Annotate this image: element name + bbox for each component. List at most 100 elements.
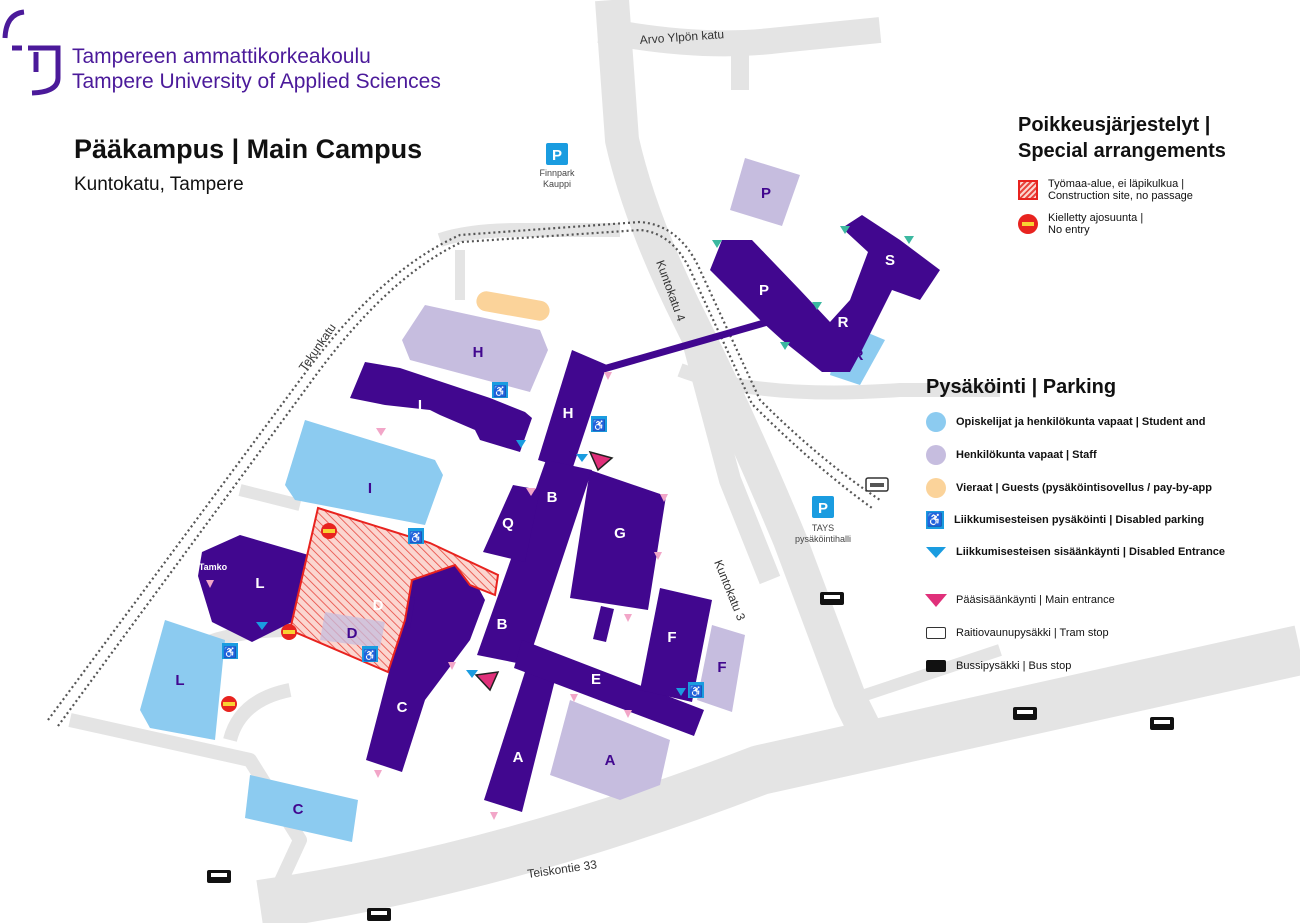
parking-guest — [476, 291, 550, 321]
no-entry-icon — [281, 624, 297, 640]
legend-label: Opiskelijat ja henkilökunta vapaat | Stu… — [956, 416, 1206, 428]
building-e — [514, 640, 704, 736]
no-entry-icon — [1018, 214, 1038, 234]
label-building-b2: B — [497, 616, 508, 633]
building-q — [483, 485, 540, 562]
street-arvo-ylpon-katu: Arvo Ylpön katu — [639, 27, 724, 47]
tram-line — [47, 220, 881, 727]
label-parking-d: D — [347, 625, 358, 642]
parking-l — [140, 620, 225, 740]
no-entry-icon — [321, 523, 337, 539]
parking-areas — [140, 158, 885, 842]
entrance-icon — [840, 226, 850, 234]
legend-item-no-entry: Kielletty ajosuunta |No entry — [1018, 212, 1226, 236]
disabled-parking-icon: ♿ — [688, 682, 704, 698]
legend-label: Kielletty ajosuunta |No entry — [1048, 212, 1143, 236]
main-entrance-icon — [474, 671, 500, 692]
disabled-entrance-icon — [676, 688, 686, 696]
bus-stop-icon — [207, 870, 231, 883]
label-building-s: S — [885, 252, 895, 269]
bus-stop-icon — [926, 656, 946, 676]
legend-label: Raitiovaunupysäkki | Tram stop — [956, 627, 1109, 639]
legend-label-line: Työmaa-alue, ei läpikulkua | — [1048, 178, 1185, 190]
label-parking-h: H — [473, 344, 484, 361]
label-building-c: C — [397, 699, 408, 716]
svg-text:Finnpark: Finnpark — [539, 168, 575, 178]
disabled-parking-icon: ♿ — [222, 643, 238, 659]
disabled-parking-icon: ♿ — [362, 646, 378, 662]
entrance-icon — [812, 302, 822, 310]
building-h — [538, 350, 607, 470]
entrance-icon — [604, 372, 612, 380]
finnpark-parking-sign: P Finnpark Kauppi — [539, 143, 575, 189]
building-c — [366, 562, 485, 772]
legend-label-line: Construction site, no passage — [1048, 190, 1193, 202]
tamk-logo — [2, 9, 61, 96]
legend-item-disabled-parking: ♿Liikkumisesteisen pysäköinti | Disabled… — [926, 511, 1225, 529]
road-arvo-ylpon-katu — [597, 17, 882, 57]
svg-text:♿: ♿ — [592, 419, 606, 432]
legend-label: Työmaa-alue, ei läpikulkua |Construction… — [1048, 178, 1193, 202]
svg-text:♿: ♿ — [493, 385, 507, 398]
entrance-icon — [570, 694, 578, 702]
legend-item-staff-parking: Henkilökunta vapaat | Staff — [926, 445, 1225, 465]
legend-label-line: No entry — [1048, 224, 1090, 236]
label-parking-f: F — [717, 659, 726, 676]
label-building-a: A — [513, 749, 524, 766]
label-building-e: E — [591, 671, 601, 688]
no-entry-icon — [221, 696, 237, 712]
legend-label: Liikkumisesteisen pysäköinti | Disabled … — [954, 514, 1205, 526]
construction-hatch-icon — [1018, 180, 1038, 200]
legend-item-construction: Työmaa-alue, ei läpikulkua |Construction… — [1018, 178, 1226, 202]
label-building-r: R — [838, 314, 849, 331]
building-l — [198, 535, 312, 642]
label-building-d: D — [373, 597, 384, 614]
guest-parking-swatch — [926, 478, 946, 498]
student-parking-swatch — [926, 412, 946, 432]
svg-text:P: P — [818, 500, 828, 517]
legend-label: Vieraat | Guests (pysäköintisovellus / p… — [956, 482, 1212, 494]
bus-stop-icon — [367, 908, 391, 921]
svg-text:♿: ♿ — [689, 685, 703, 698]
legend-item-bus-stop: Bussipysäkki | Bus stop — [926, 656, 1225, 676]
label-parking-p: P — [761, 185, 771, 202]
entrance-icon — [490, 812, 498, 820]
entrance-icon — [904, 236, 914, 244]
road-teiskontie — [256, 625, 1300, 923]
label-building-g: G — [614, 525, 626, 542]
parking-f — [697, 625, 745, 712]
label-parking-r: R — [853, 347, 864, 364]
main-entrance-icon — [588, 450, 614, 472]
road-kuntokatu — [595, 0, 896, 768]
street-tekunkatu: Tekunkatu — [296, 321, 339, 374]
entrance-icon — [624, 710, 632, 718]
street-kuntokatu-3: Kuntokatu 3 — [711, 558, 748, 623]
parking-c — [245, 775, 358, 842]
entrance-icon — [206, 580, 214, 588]
buildings — [198, 215, 940, 812]
label-building-h: H — [563, 405, 574, 422]
parking-d — [320, 612, 385, 648]
svg-text:♿: ♿ — [409, 531, 423, 544]
entrance-icon — [654, 552, 662, 560]
entrance-icon — [624, 614, 632, 622]
entrance-icon — [712, 240, 722, 248]
svg-text:Kauppi: Kauppi — [543, 179, 571, 189]
building-small — [593, 606, 614, 642]
label-building-l: L — [255, 575, 264, 592]
disabled-entrance-icon — [256, 622, 268, 630]
special-heading-2: Special arrangements — [1018, 140, 1226, 162]
special-heading: Poikkeusjärjestelyt | Special arrangemen… — [1018, 112, 1226, 164]
parking-heading: Pysäköinti | Parking — [926, 376, 1117, 398]
legend-item-main-entrance: Pääsisäänkäynti | Main entrance — [925, 590, 1225, 610]
legend-label-line: Kielletty ajosuunta | — [1048, 212, 1144, 224]
special-arrangements-legend: Poikkeusjärjestelyt | Special arrangemen… — [1018, 112, 1226, 236]
bus-stop-icon — [1150, 717, 1174, 730]
bus-stop-icon — [1013, 707, 1037, 720]
label-building-f: F — [667, 629, 676, 646]
building-i — [350, 362, 532, 452]
label-parking-a: A — [605, 752, 616, 769]
label-parking-l: L — [175, 672, 184, 689]
entrance-icon — [448, 662, 456, 670]
